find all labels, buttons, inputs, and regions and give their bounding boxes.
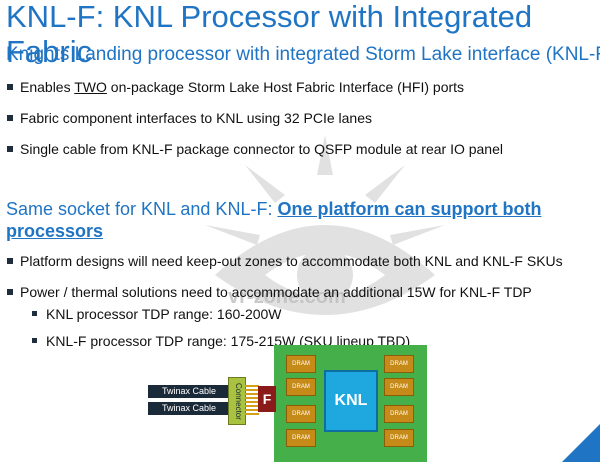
- dram-chip: DRAM: [286, 355, 316, 373]
- knl-die: KNL: [324, 370, 378, 432]
- sub-bullet-item: KNL processor TDP range: 160-200W: [6, 305, 410, 323]
- bullet-list-platform: Platform designs will need keep-out zone…: [6, 252, 563, 314]
- twinax-cable-2: Twinax Cable: [148, 402, 230, 415]
- dram-chip: DRAM: [286, 429, 316, 447]
- bullet-item: Fabric component interfaces to KNL using…: [6, 109, 503, 127]
- knl-f-package-diagram: Twinax Cable Twinax Cable Connector DRAM…: [148, 340, 438, 462]
- fabric-chip: F: [258, 386, 276, 412]
- bullet-item: Single cable from KNL-F package connecto…: [6, 140, 503, 158]
- corner-accent: [562, 424, 600, 462]
- connector-wires: [245, 385, 259, 415]
- dram-chip: DRAM: [286, 405, 316, 423]
- eye-watermark-icon: [205, 135, 445, 315]
- bullet-item: Enables TWO on-package Storm Lake Host F…: [6, 78, 503, 96]
- slide-title-continued: Fabric: [6, 34, 93, 69]
- processor-package: DRAM DRAM DRAM DRAM DRAM DRAM DRAM DRAM …: [274, 345, 427, 462]
- dram-chip: DRAM: [384, 378, 414, 396]
- watermark-text: vr-zone.com: [228, 286, 346, 308]
- dram-chip: DRAM: [286, 378, 316, 396]
- dram-chip: DRAM: [384, 405, 414, 423]
- bullet-item: Power / thermal solutions need to accomm…: [6, 283, 563, 301]
- section-heading: Same socket for KNL and KNL-F: One platf…: [6, 199, 542, 241]
- connector: Connector: [228, 377, 246, 425]
- slide-title: KNL-F: KNL Processor with Integrated: [6, 0, 533, 34]
- twinax-cable-1: Twinax Cable: [148, 385, 230, 398]
- dram-chip: DRAM: [384, 355, 414, 373]
- subheading: Knights Landing processor with integrate…: [6, 44, 600, 65]
- dram-chip: DRAM: [384, 429, 414, 447]
- bullet-list-fabric: Enables TWO on-package Storm Lake Host F…: [6, 78, 503, 171]
- bullet-item: Platform designs will need keep-out zone…: [6, 252, 563, 270]
